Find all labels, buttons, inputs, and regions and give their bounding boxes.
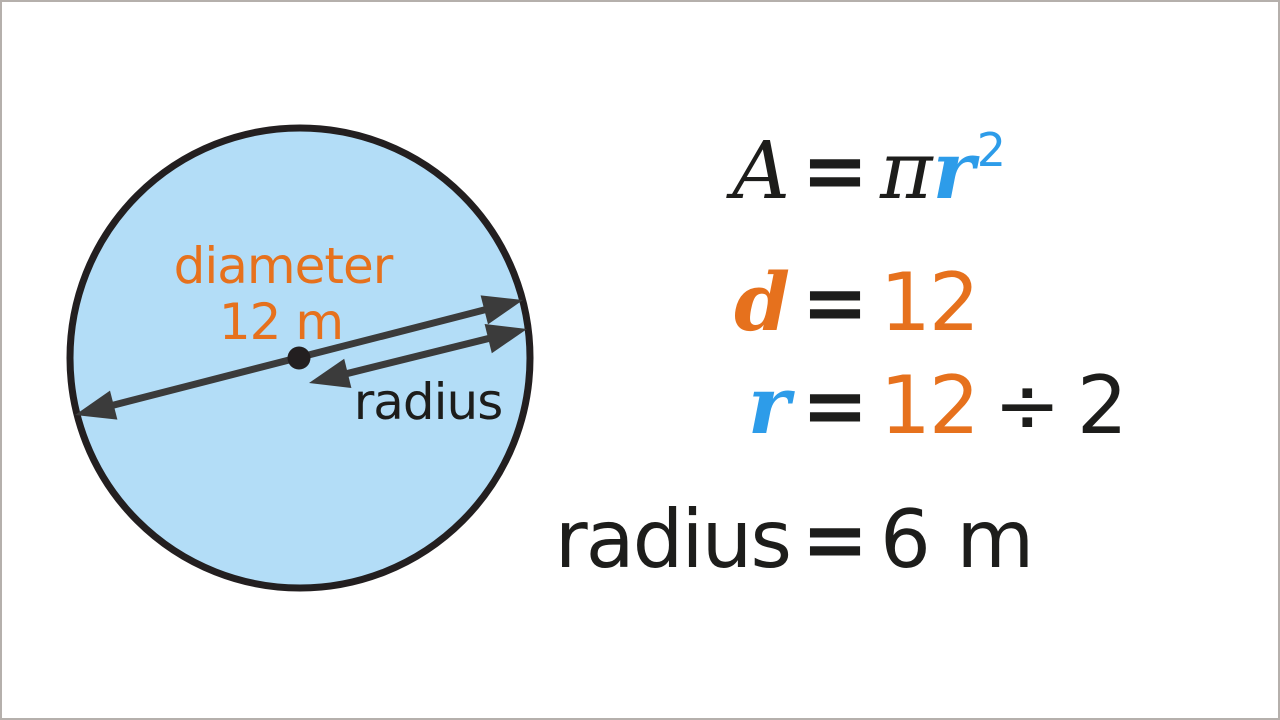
area-expression: πr2	[880, 123, 1215, 226]
center-dot	[287, 346, 311, 370]
radius-divisor: 2	[1076, 359, 1128, 452]
division-sign: ÷	[993, 359, 1061, 452]
radius-arrow	[309, 324, 527, 388]
result-value: 6 m	[880, 493, 1035, 586]
r-variable: r	[747, 358, 790, 452]
equals-sign: =	[801, 359, 869, 452]
area-variable: A	[732, 124, 790, 217]
result-label: radius	[554, 493, 792, 586]
equals-sign: =	[801, 256, 869, 349]
radius-label: radius	[353, 373, 504, 431]
radius-equation: r = 12÷2	[435, 361, 1215, 450]
radius-dividend: 12	[880, 359, 980, 452]
d-variable: d	[734, 255, 790, 349]
equals-sign: =	[801, 493, 869, 586]
radius-expression: 12÷2	[880, 362, 1215, 450]
result-line: radius = 6 m	[435, 496, 1215, 584]
diameter-value-label: 12 m	[218, 293, 344, 351]
exponent: 2	[976, 123, 1007, 177]
pi-symbol: π	[880, 124, 933, 217]
diameter-number: 12	[880, 256, 980, 349]
r-symbol: r	[932, 123, 975, 217]
diameter-label: diameter	[173, 237, 394, 295]
equals-sign: =	[801, 124, 869, 217]
area-formula: A = πr2	[435, 123, 1215, 226]
diameter-equation: d = 12	[435, 258, 1215, 347]
